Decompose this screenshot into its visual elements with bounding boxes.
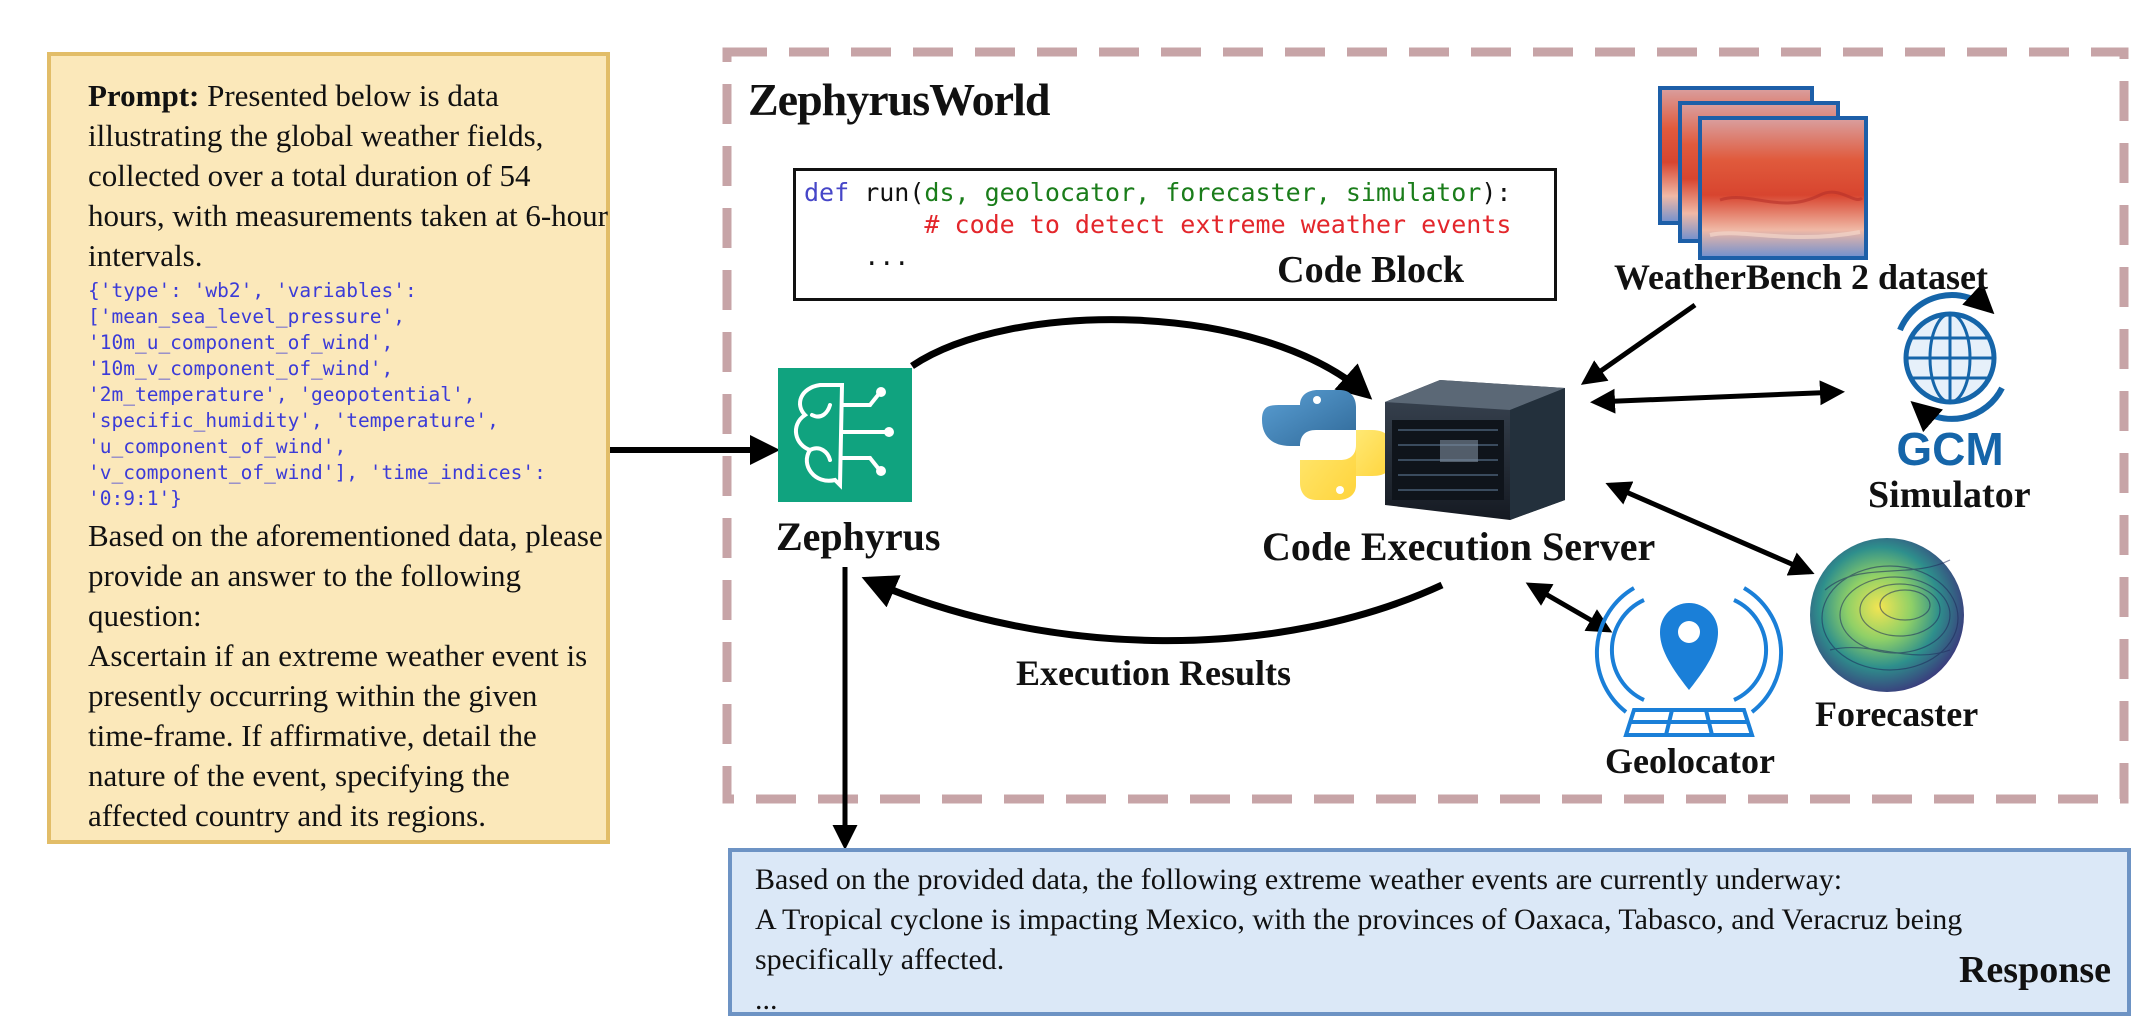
code-block: def run(ds, geolocator, forecaster, simu…	[793, 168, 1557, 301]
arrow-server-gcm	[1590, 380, 1845, 414]
zephyrus-world-frame	[722, 47, 2129, 804]
code-keyword-def: def	[804, 178, 850, 207]
code-comment: # code to detect extreme weather events	[804, 210, 1512, 239]
arrow-server-to-zephyrus	[861, 575, 1444, 645]
response-text: Based on the provided data, the followin…	[755, 860, 2055, 1020]
zephyrus-label: Zephyrus	[776, 514, 941, 559]
forecaster-globe-icon	[1810, 538, 1964, 692]
forecaster-label: Forecaster	[1815, 694, 1979, 734]
arrow-server-geolocator	[1525, 582, 1613, 633]
geolocator-pin-icon	[1594, 586, 1784, 737]
dataset-label: WeatherBench 2 dataset	[1614, 257, 1988, 297]
server-icon	[1385, 380, 1565, 520]
response-caption: Response	[1958, 949, 2111, 991]
python-logo-icon	[1262, 390, 1394, 500]
zephyrus-world-title: ZephyrusWorld	[748, 74, 1050, 125]
code-fn-run: run(	[849, 178, 925, 207]
response-line-2: A Tropical cyclone is impacting Mexico, …	[755, 903, 1963, 976]
weatherbench-maps-icon	[1658, 86, 1868, 260]
zephyrus-logo-icon	[778, 368, 912, 502]
code-lines: def run(ds, geolocator, forecaster, simu…	[804, 177, 1511, 273]
prompt-question: Based on the aforementioned data, please…	[88, 518, 603, 633]
prompt-label: Prompt:	[88, 78, 200, 113]
execution-results-label: Execution Results	[1016, 653, 1292, 693]
response-line-3: ...	[755, 983, 778, 1016]
gcm-logo-text: GCM	[1896, 423, 2003, 475]
gcm-globe-icon	[1897, 282, 2005, 433]
code-args: ds, geolocator, forecaster, simulator	[924, 178, 1482, 207]
code-close: ):	[1481, 178, 1512, 207]
response-box: Based on the provided data, the followin…	[728, 848, 2131, 1016]
prompt-text: Prompt: Presented below is data illustra…	[88, 76, 608, 836]
arrow-server-forecaster	[1605, 481, 1815, 576]
response-line-1: Based on the provided data, the followin…	[755, 863, 1843, 896]
code-ellipsis: ...	[804, 242, 910, 271]
prompt-code: {'type': 'wb2', 'variables': ['mean_sea_…	[88, 279, 546, 510]
arrow-zephyrus-to-server	[910, 316, 1373, 400]
simulator-label: Simulator	[1868, 474, 2031, 516]
server-label: Code Execution Server	[1262, 524, 1656, 569]
geolocator-label: Geolocator	[1605, 741, 1775, 781]
arrow-dataset-to-server	[1580, 302, 1697, 385]
code-block-caption: Code Block	[1277, 249, 1464, 291]
prompt-task: Ascertain if an extreme weather event is…	[88, 638, 588, 833]
prompt-box: Prompt: Presented below is data illustra…	[47, 52, 610, 844]
prompt-intro: Presented below is data illustrating the…	[88, 78, 608, 273]
